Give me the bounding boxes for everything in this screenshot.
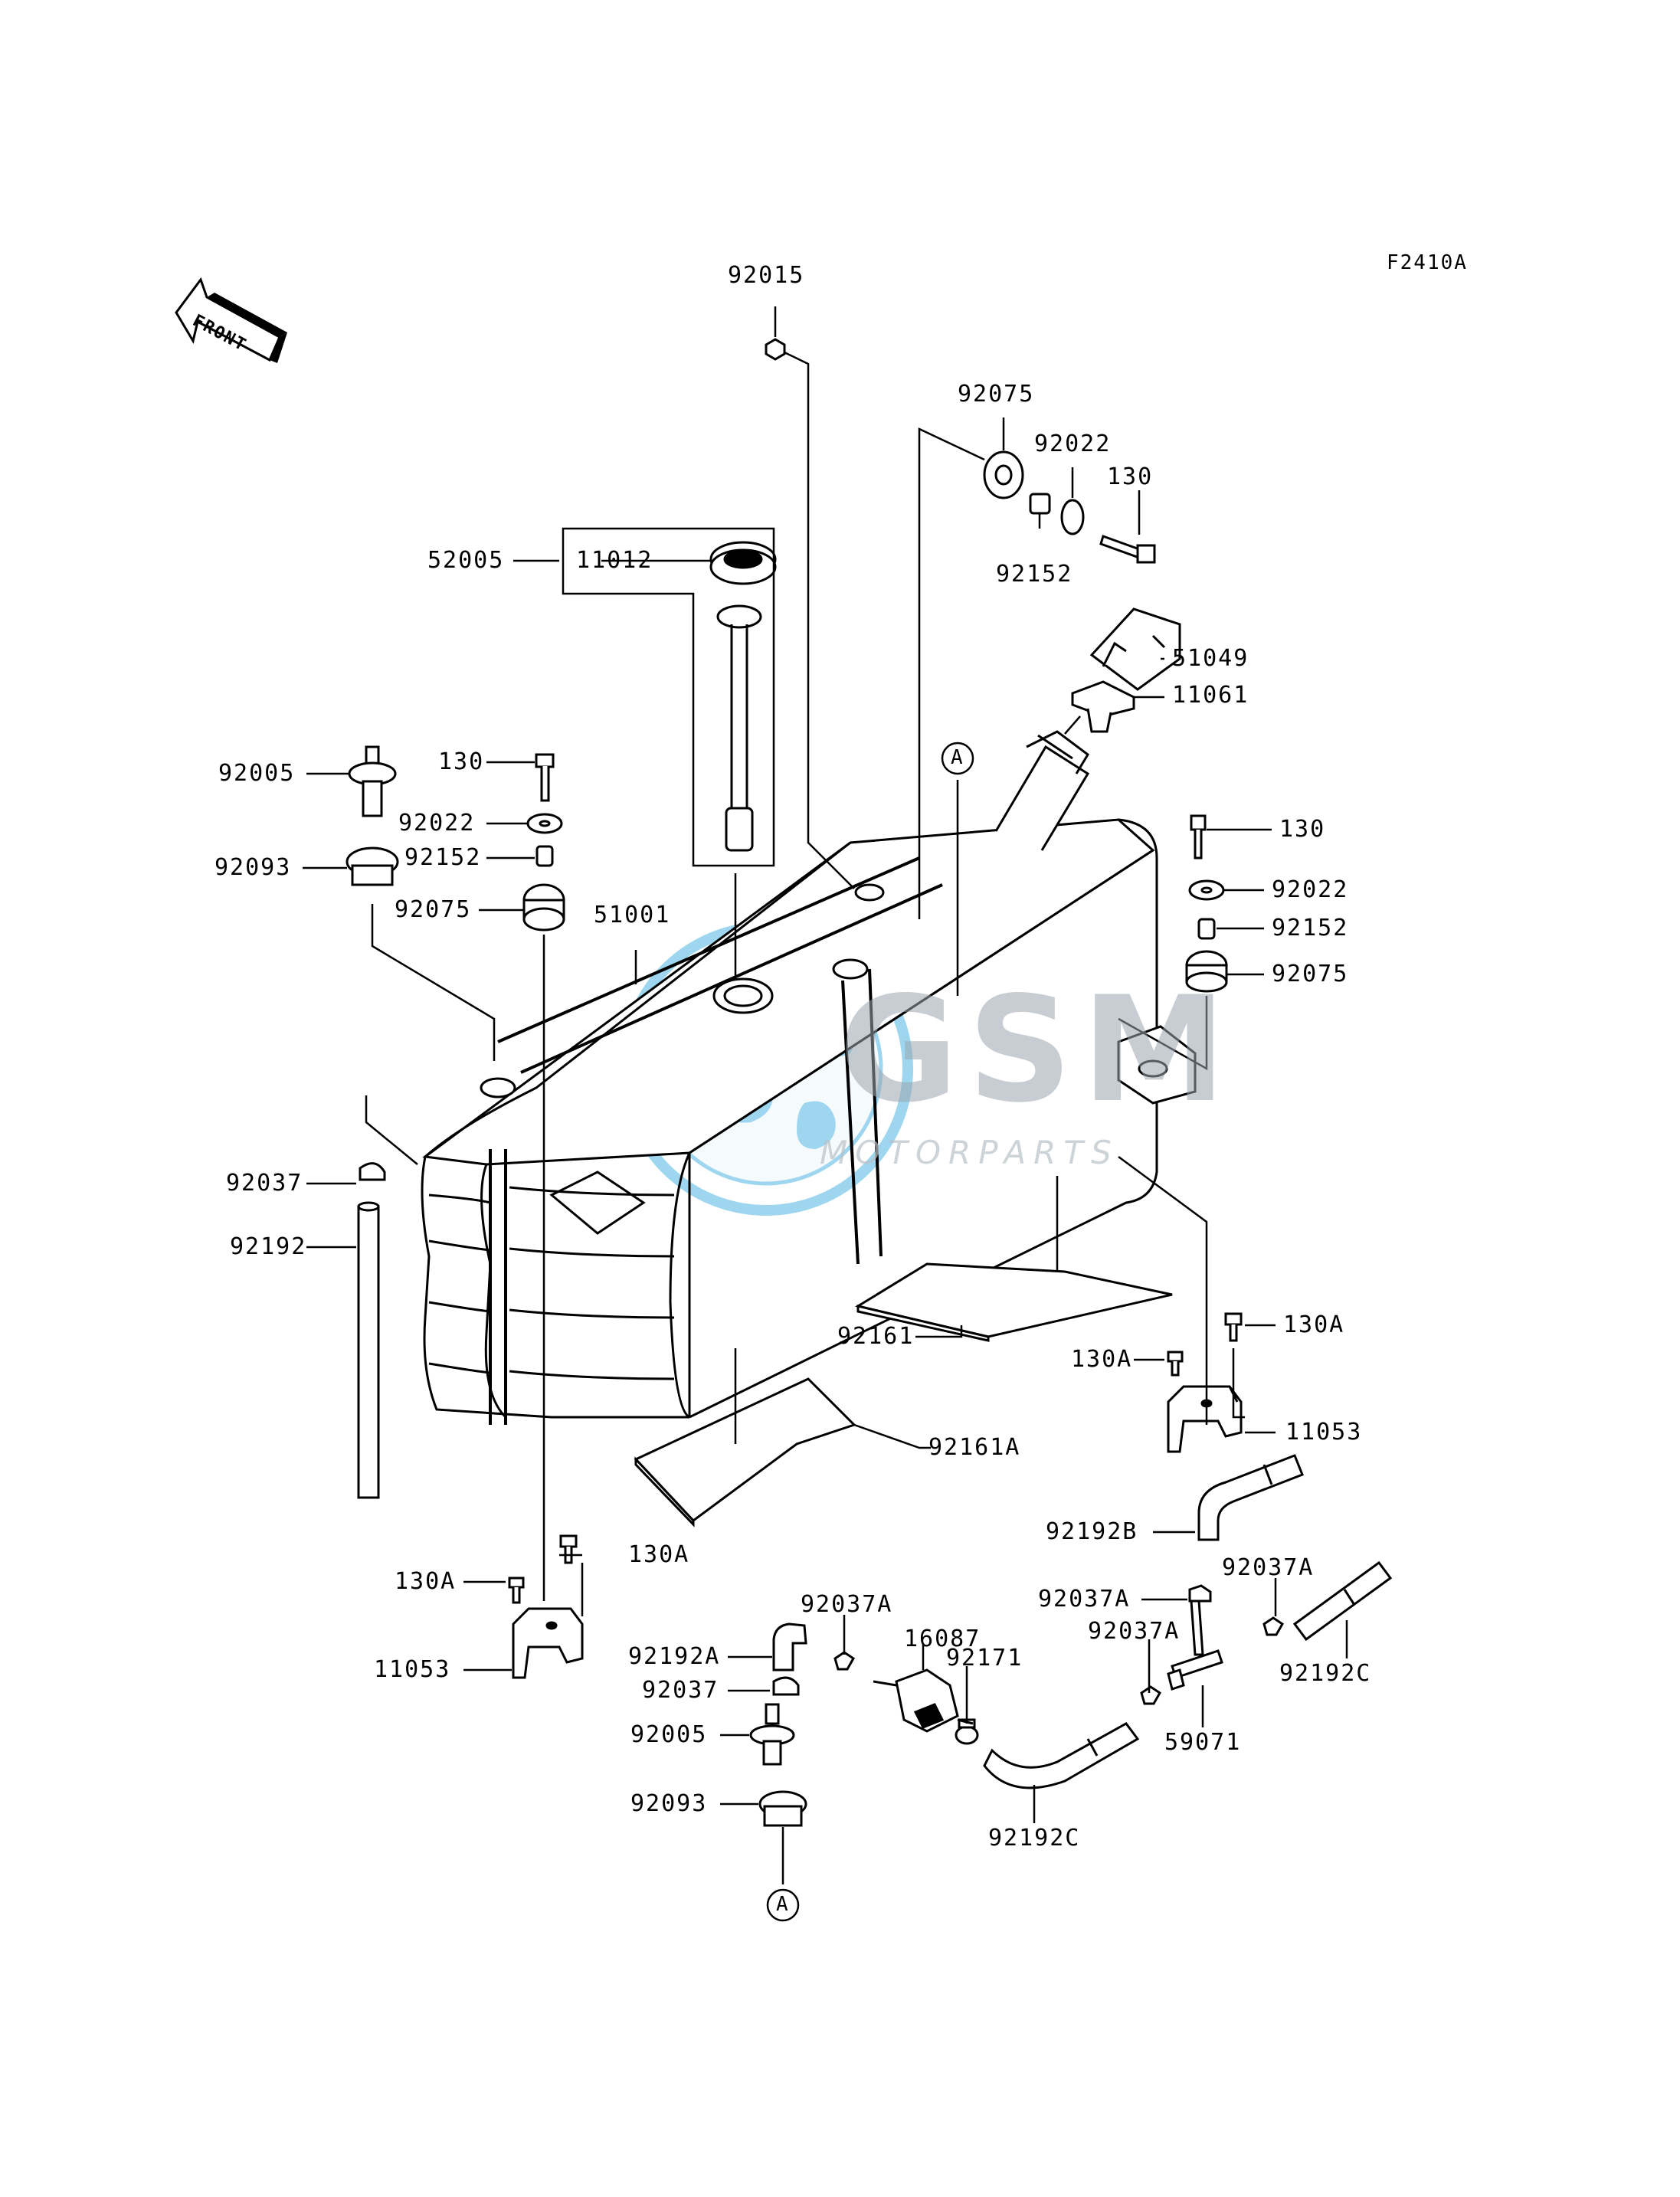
part-label-92192B: 92192B — [1046, 1518, 1138, 1545]
part-label-92005-bottom: 92005 — [630, 1721, 708, 1748]
part-label-130-left: 130 — [438, 748, 485, 775]
guard-pads — [634, 1262, 1173, 1527]
part-label-92075-right: 92075 — [1272, 961, 1349, 987]
part-label-92192C-1: 92192C — [988, 1825, 1081, 1852]
part-label-92037A-4: 92037A — [1088, 1618, 1181, 1645]
watermark-sub: MOTORPARTS — [820, 1134, 1119, 1171]
part-label-130A-r2: 130A — [1071, 1346, 1133, 1373]
part-label-92075-top: 92075 — [958, 381, 1035, 408]
part-label-92022-left: 92022 — [398, 810, 476, 837]
fuel-tank-51001 — [421, 730, 1197, 1425]
part-label-92192: 92192 — [230, 1233, 307, 1260]
callout-a-top: A — [951, 746, 963, 769]
part-label-130A-r1: 130A — [1283, 1311, 1345, 1338]
callout-a-bottom: A — [776, 1893, 788, 1916]
filler-cap-51049 — [1071, 607, 1181, 733]
part-label-92192C-2: 92192C — [1279, 1660, 1372, 1687]
part-label-92037A-2: 92037A — [1038, 1586, 1131, 1613]
part-label-92022-top: 92022 — [1034, 431, 1112, 457]
part-label-92192A: 92192A — [628, 1643, 721, 1670]
part-label-92093-left: 92093 — [215, 854, 292, 881]
part-label-92161A: 92161A — [928, 1434, 1021, 1461]
part-label-92075-left: 92075 — [395, 896, 472, 923]
tank-brackets-11053 — [508, 1312, 1243, 1679]
part-label-92005-left: 92005 — [218, 760, 296, 787]
part-label-92152-top: 92152 — [996, 561, 1073, 588]
part-label-52005: 52005 — [427, 547, 505, 574]
part-label-92037-bottom: 92037 — [642, 1677, 719, 1704]
part-label-11012: 11012 — [576, 547, 653, 574]
part-label-92022-right: 92022 — [1272, 876, 1349, 903]
part-label-16087: 16087 — [904, 1626, 981, 1652]
fuel-line-assembly — [749, 1454, 1393, 1827]
part-label-130-top: 130 — [1107, 463, 1154, 490]
part-label-59071: 59071 — [1164, 1729, 1242, 1756]
part-label-11061: 11061 — [1172, 682, 1249, 709]
part-label-92152-left: 92152 — [404, 844, 482, 871]
part-label-11053-left: 11053 — [374, 1656, 451, 1683]
diagram-code: F2410A — [1387, 251, 1468, 274]
part-label-130-right: 130 — [1279, 816, 1326, 843]
part-label-51001: 51001 — [594, 902, 671, 928]
watermark-brand: GSM — [839, 965, 1236, 1135]
part-label-130A-l1: 130A — [628, 1541, 690, 1568]
part-label-92015: 92015 — [728, 262, 805, 289]
part-label-92037A-1: 92037A — [801, 1591, 893, 1618]
part-label-130A-l2: 130A — [395, 1568, 457, 1595]
fuel-level-sender-52005 — [709, 541, 777, 852]
part-label-11053-right: 11053 — [1285, 1419, 1363, 1446]
hardware-parts — [345, 338, 1228, 1499]
part-label-92093-bottom: 92093 — [630, 1790, 708, 1817]
part-label-92171: 92171 — [946, 1645, 1023, 1671]
part-label-92037-left: 92037 — [226, 1170, 303, 1197]
part-label-92161: 92161 — [837, 1323, 915, 1350]
part-label-92037A-3: 92037A — [1222, 1554, 1315, 1581]
front-arrow-icon — [175, 277, 287, 363]
leader-lines — [303, 306, 1348, 1884]
part-label-92152-right: 92152 — [1272, 915, 1349, 941]
part-label-51049: 51049 — [1172, 645, 1249, 672]
callout-circles — [766, 742, 974, 1922]
